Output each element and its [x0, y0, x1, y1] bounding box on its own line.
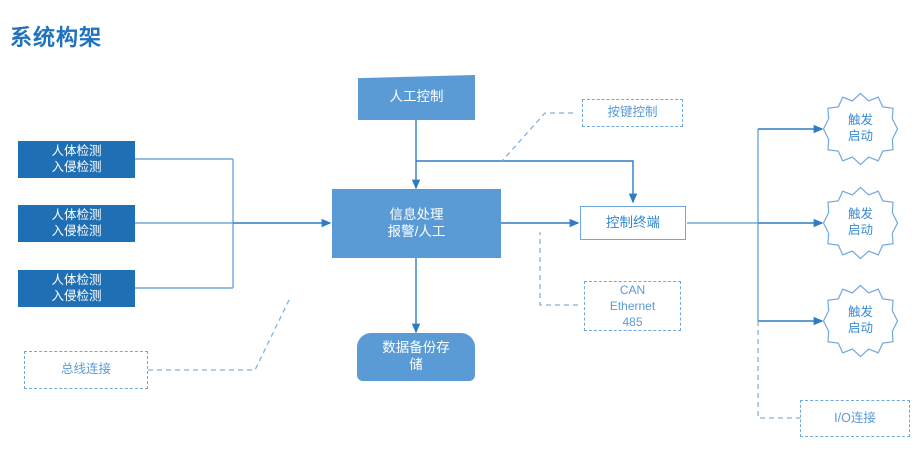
- annotation-bus-protocol-label: CAN Ethernet 485: [609, 282, 656, 330]
- node-trigger-2-label: 触发 启动: [847, 207, 873, 237]
- node-sensor-3-label: 人体检测 入侵检测: [51, 272, 102, 303]
- node-sensor-1[interactable]: 人体检测 入侵检测: [18, 141, 135, 178]
- node-trigger-2[interactable]: 触发 启动: [822, 186, 899, 260]
- node-sensor-2-label: 人体检测 入侵检测: [51, 207, 102, 238]
- node-control-terminal-label: 控制终端: [606, 214, 660, 230]
- starburst-icon: [822, 92, 899, 166]
- node-info-processing[interactable]: 信息处理 报警/人工: [332, 189, 501, 258]
- annotation-io-connection-label: I/O连接: [834, 410, 876, 425]
- node-trigger-3-label: 触发 启动: [847, 305, 873, 335]
- node-control-terminal[interactable]: 控制终端: [580, 206, 686, 240]
- node-sensor-2[interactable]: 人体检测 入侵检测: [18, 205, 135, 242]
- node-manual-control-label: 人工控制: [389, 89, 444, 105]
- page-title: 系统构架: [10, 25, 103, 50]
- node-data-backup-storage[interactable]: 数据备份存 储: [357, 333, 475, 381]
- node-trigger-3[interactable]: 触发 启动: [822, 284, 899, 358]
- node-info-processing-label: 信息处理 报警/人工: [387, 206, 446, 239]
- starburst-icon: [822, 186, 899, 260]
- annotation-key-control-label: 按键控制: [607, 105, 658, 120]
- annotation-bus-connection-label: 总线连接: [60, 362, 111, 377]
- node-trigger-1[interactable]: 触发 启动: [822, 92, 899, 166]
- node-data-backup-storage-label: 数据备份存 储: [382, 340, 450, 372]
- starburst-icon: [822, 284, 899, 358]
- node-manual-control[interactable]: 人工控制: [358, 75, 475, 120]
- node-trigger-1-label: 触发 启动: [847, 113, 873, 143]
- node-sensor-1-label: 人体检测 入侵检测: [51, 143, 102, 174]
- annotation-bus-protocol[interactable]: CAN Ethernet 485: [584, 281, 681, 331]
- annotation-bus-connection[interactable]: 总线连接: [24, 351, 148, 389]
- annotation-io-connection[interactable]: I/O连接: [800, 400, 910, 437]
- annotation-key-control[interactable]: 按键控制: [582, 99, 683, 127]
- node-sensor-3[interactable]: 人体检测 入侵检测: [18, 270, 135, 307]
